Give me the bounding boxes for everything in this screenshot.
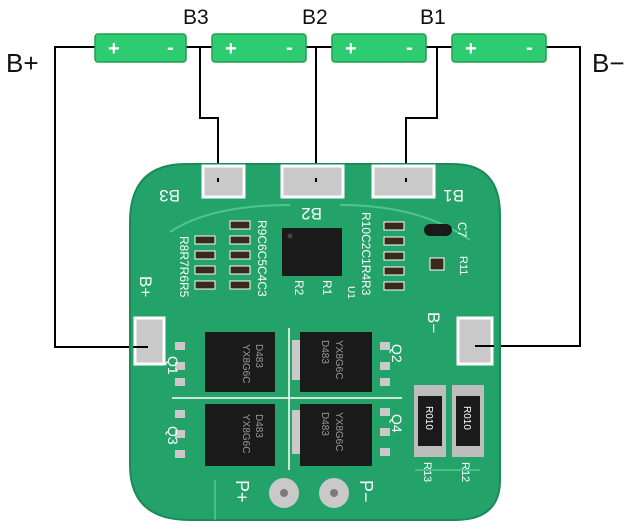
q1-ref: Q1	[165, 356, 181, 375]
cell-2-plus: +	[225, 38, 237, 60]
mosfet-q4: D483 YX8G6C Q4	[292, 404, 405, 466]
q4-ref: Q4	[389, 414, 405, 433]
pcb-trace-arc	[169, 204, 291, 233]
silk-b-plus: B+	[136, 276, 155, 297]
pad-b3	[201, 164, 246, 199]
wire-b-minus	[492, 46, 581, 347]
label-b-plus: B+	[6, 48, 39, 78]
silk-b-minus: B−	[424, 312, 443, 333]
shunt-r13: R010 R13	[414, 385, 446, 482]
capacitor-c7	[424, 224, 452, 236]
silk-left-column: R8R7R6R5	[177, 236, 191, 298]
silk-right-column: R10C2C1R4R3	[359, 212, 373, 296]
q4-marking-top: D483	[319, 412, 330, 436]
cell-1-plus: +	[108, 38, 120, 60]
wire-b3	[199, 47, 219, 180]
wire-b1	[405, 47, 438, 180]
q2-ref: Q2	[389, 344, 405, 363]
cell-2-minus: -	[286, 37, 293, 59]
silk-mid-column-3: R1	[320, 280, 334, 296]
silk-ic-ref: U1	[345, 286, 356, 299]
label-b2: B2	[302, 6, 328, 29]
silk-p-plus: P+	[232, 480, 252, 503]
q2-marking-bottom: YX8G6C	[333, 340, 344, 379]
cell-2: + -	[211, 33, 307, 63]
cell-3-plus: +	[345, 38, 357, 60]
mosfet-q1: D483 YX8G6C Q1	[165, 332, 275, 392]
pcb-trace-right	[339, 204, 471, 241]
q1-marking-top: D483	[253, 344, 264, 368]
battery-cells: + - + - + - + -	[94, 33, 547, 63]
r12-ref: R12	[459, 462, 471, 482]
cell-1: + -	[94, 33, 187, 63]
pad-b-plus	[133, 316, 166, 366]
silk-mid-column-1: R9C6C5C4C3	[255, 220, 269, 297]
cell-4: + -	[451, 33, 547, 63]
pad-b2	[280, 164, 345, 199]
silk-b1: B1	[443, 186, 464, 205]
pad-p-plus-hole	[280, 489, 288, 497]
silk-p-minus: P−	[356, 480, 376, 503]
mosfet-q2: D483 YX8G6C Q2	[292, 332, 405, 392]
control-ic	[282, 228, 342, 276]
shunt-r12: R010 R12	[452, 385, 484, 482]
r13-ref: R13	[421, 462, 433, 482]
pad-p-minus-hole	[330, 489, 338, 497]
mosfet-q3: D483 YX8G6C Q3	[165, 404, 275, 466]
r12-marking: R010	[461, 406, 472, 430]
q3-marking-top: D483	[253, 414, 264, 438]
q4-marking-bottom: YX8G6C	[333, 412, 344, 451]
q1-marking-bottom: YX8G6C	[240, 344, 251, 383]
silk-b2: B2	[301, 204, 322, 223]
silk-c7: C7	[455, 222, 469, 238]
pcb-board: B3 B2 B1 B+ B− P+ P− U1	[129, 163, 501, 521]
pad-b-minus	[456, 316, 494, 366]
pad-b1	[371, 164, 436, 199]
smd-resistors	[194, 220, 445, 291]
cell-4-plus: +	[465, 38, 477, 60]
wiring	[54, 46, 581, 348]
label-b1: B1	[420, 6, 446, 29]
silk-r11: R11	[457, 256, 469, 275]
cell-4-minus: -	[526, 37, 533, 59]
label-b-minus: B−	[592, 48, 625, 78]
q3-ref: Q3	[165, 426, 181, 445]
q3-marking-bottom: YX8G6C	[240, 414, 251, 453]
wire-contacts	[133, 178, 494, 348]
cell-3: + -	[331, 33, 427, 63]
pcb-trace-bottom	[214, 469, 480, 520]
r13-marking: R010	[423, 406, 434, 430]
q2-marking-top: D483	[319, 340, 330, 364]
cell-1-minus: -	[167, 37, 174, 59]
label-b3: B3	[183, 6, 209, 29]
wire-b-plus	[54, 46, 135, 348]
silk-b3: B3	[159, 186, 180, 205]
silk-mid-column-2: R2	[292, 280, 306, 296]
cell-3-minus: -	[406, 37, 413, 59]
